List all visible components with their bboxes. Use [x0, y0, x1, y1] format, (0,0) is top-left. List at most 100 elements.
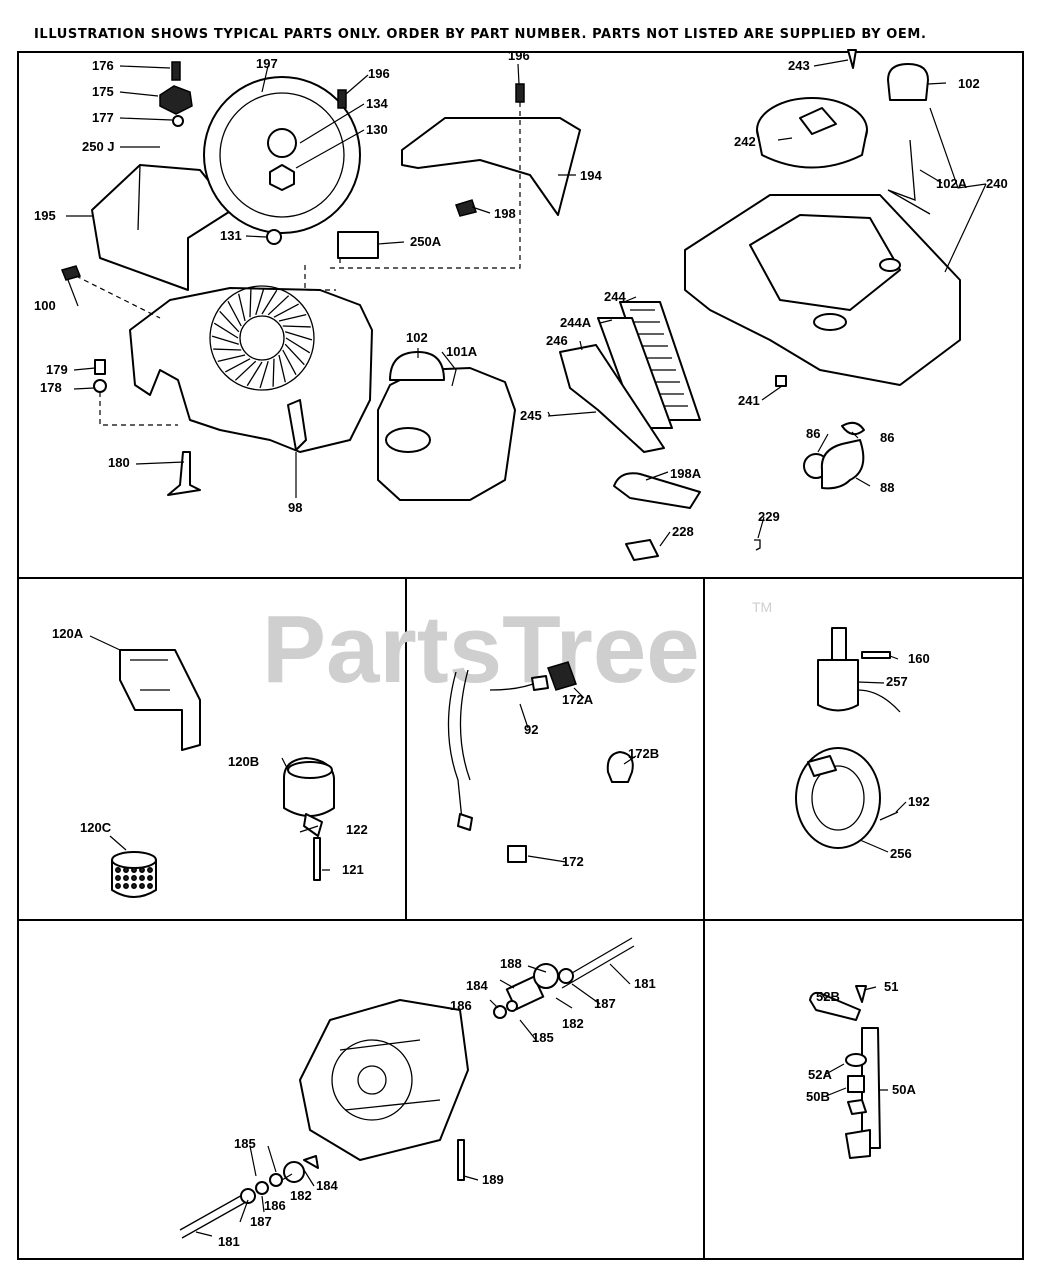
washer-131	[266, 229, 282, 245]
label-52B: 52B	[816, 989, 840, 1004]
label-182a: 182	[562, 1016, 584, 1031]
label-50B: 50B	[806, 1089, 830, 1104]
label-120A: 120A	[52, 626, 84, 641]
washer-178	[93, 379, 107, 393]
crankcase-cover	[299, 999, 469, 1161]
fuel-cap-102a	[389, 351, 445, 381]
screw-192	[879, 811, 899, 821]
bracket-180	[167, 451, 201, 496]
label-100: 100	[34, 298, 56, 313]
filter-support-246	[559, 344, 665, 453]
label-102b: 102	[958, 76, 980, 91]
label-187a: 187	[594, 996, 616, 1011]
screw-160	[861, 651, 891, 659]
blower-housing	[129, 285, 373, 453]
screw-245	[547, 411, 597, 417]
label-198: 198	[494, 206, 516, 221]
panel-frames	[17, 51, 1024, 1260]
label-184b: 184	[316, 1178, 338, 1193]
fuel-tank-group	[377, 351, 516, 501]
muffler-120A	[119, 649, 201, 751]
crankcase-group	[179, 937, 635, 1239]
spark-plug-228	[625, 539, 659, 561]
coil-257	[817, 659, 859, 712]
starter-group	[795, 627, 901, 849]
label-186b: 186	[264, 1198, 286, 1213]
label-88: 88	[880, 480, 894, 495]
header-note: ILLUSTRATION SHOWS TYPICAL PARTS ONLY. O…	[34, 27, 927, 42]
label-194: 194	[580, 168, 602, 183]
label-52A: 52A	[808, 1067, 832, 1082]
label-175: 175	[92, 84, 114, 99]
label-134: 134	[366, 96, 388, 111]
screw-51	[855, 985, 867, 1003]
nut-241	[775, 375, 787, 387]
label-179: 179	[46, 362, 68, 377]
air-cleaner-cover-242	[756, 97, 868, 169]
clip-198A	[613, 472, 701, 509]
muffler-120C	[111, 851, 157, 898]
spacer-179	[94, 359, 106, 375]
label-244: 244	[604, 289, 626, 304]
label-197: 197	[256, 56, 278, 71]
blower-housing-group	[60, 61, 581, 496]
clip-198	[455, 199, 477, 217]
label-160: 160	[908, 651, 930, 666]
label-181a: 181	[634, 976, 656, 991]
label-186a: 186	[450, 998, 472, 1013]
terminal-172	[507, 845, 527, 863]
label-241: 241	[738, 393, 760, 408]
label-250A-text: 250A	[410, 234, 442, 249]
label-101A: 101A	[446, 344, 478, 359]
watermark-trademark: TM	[752, 599, 772, 615]
label-250A	[337, 231, 379, 259]
air-cleaner-base-240	[684, 194, 961, 386]
part-labels: 176 175 177 250 J 197 196 134 130 195 13…	[34, 48, 1008, 1249]
air-cleaner-group	[547, 49, 961, 561]
label-228: 228	[672, 524, 694, 539]
label-86b: 86	[880, 430, 894, 445]
label-246: 246	[546, 333, 568, 348]
bolt-196a	[337, 89, 347, 109]
governor-gear-set-upper	[493, 963, 574, 1019]
primer-line-52B	[809, 991, 861, 1021]
label-120B: 120B	[228, 754, 259, 769]
leader-lines	[66, 59, 987, 1237]
bolt-121	[313, 837, 321, 881]
label-51: 51	[884, 979, 898, 994]
bolt-100	[60, 265, 82, 281]
label-180: 180	[108, 455, 130, 470]
label-198A: 198A	[670, 466, 702, 481]
bolt-189	[457, 1139, 465, 1181]
parts-tree-watermark: PartsTree TM	[262, 596, 772, 703]
cap-172B	[606, 751, 634, 783]
label-184a: 184	[466, 978, 488, 993]
label-102A: 102A	[936, 176, 968, 191]
shaft-181b	[179, 1193, 247, 1239]
governor-gear-set-lower	[240, 1155, 319, 1204]
label-176: 176	[92, 58, 114, 73]
label-185b: 185	[234, 1136, 256, 1151]
screw-243	[847, 49, 857, 69]
label-131: 131	[220, 228, 242, 243]
label-181b: 181	[218, 1234, 240, 1249]
control-cover-195	[91, 164, 233, 291]
clip-229	[754, 539, 761, 551]
grommet-52A	[845, 1053, 867, 1067]
terminal-172A	[547, 661, 577, 691]
label-92: 92	[524, 722, 538, 737]
label-122: 122	[346, 822, 368, 837]
label-178: 178	[40, 380, 62, 395]
label-256: 256	[890, 846, 912, 861]
label-172B: 172B	[628, 746, 659, 761]
muffler-group	[111, 649, 335, 898]
label-102a: 102	[406, 330, 428, 345]
label-245: 245	[520, 408, 542, 423]
screw-176	[171, 61, 181, 81]
label-196b: 196	[508, 48, 530, 63]
clamp-86b	[841, 421, 865, 436]
label-98: 98	[288, 500, 302, 515]
label-242: 242	[734, 134, 756, 149]
label-196a: 196	[368, 66, 390, 81]
